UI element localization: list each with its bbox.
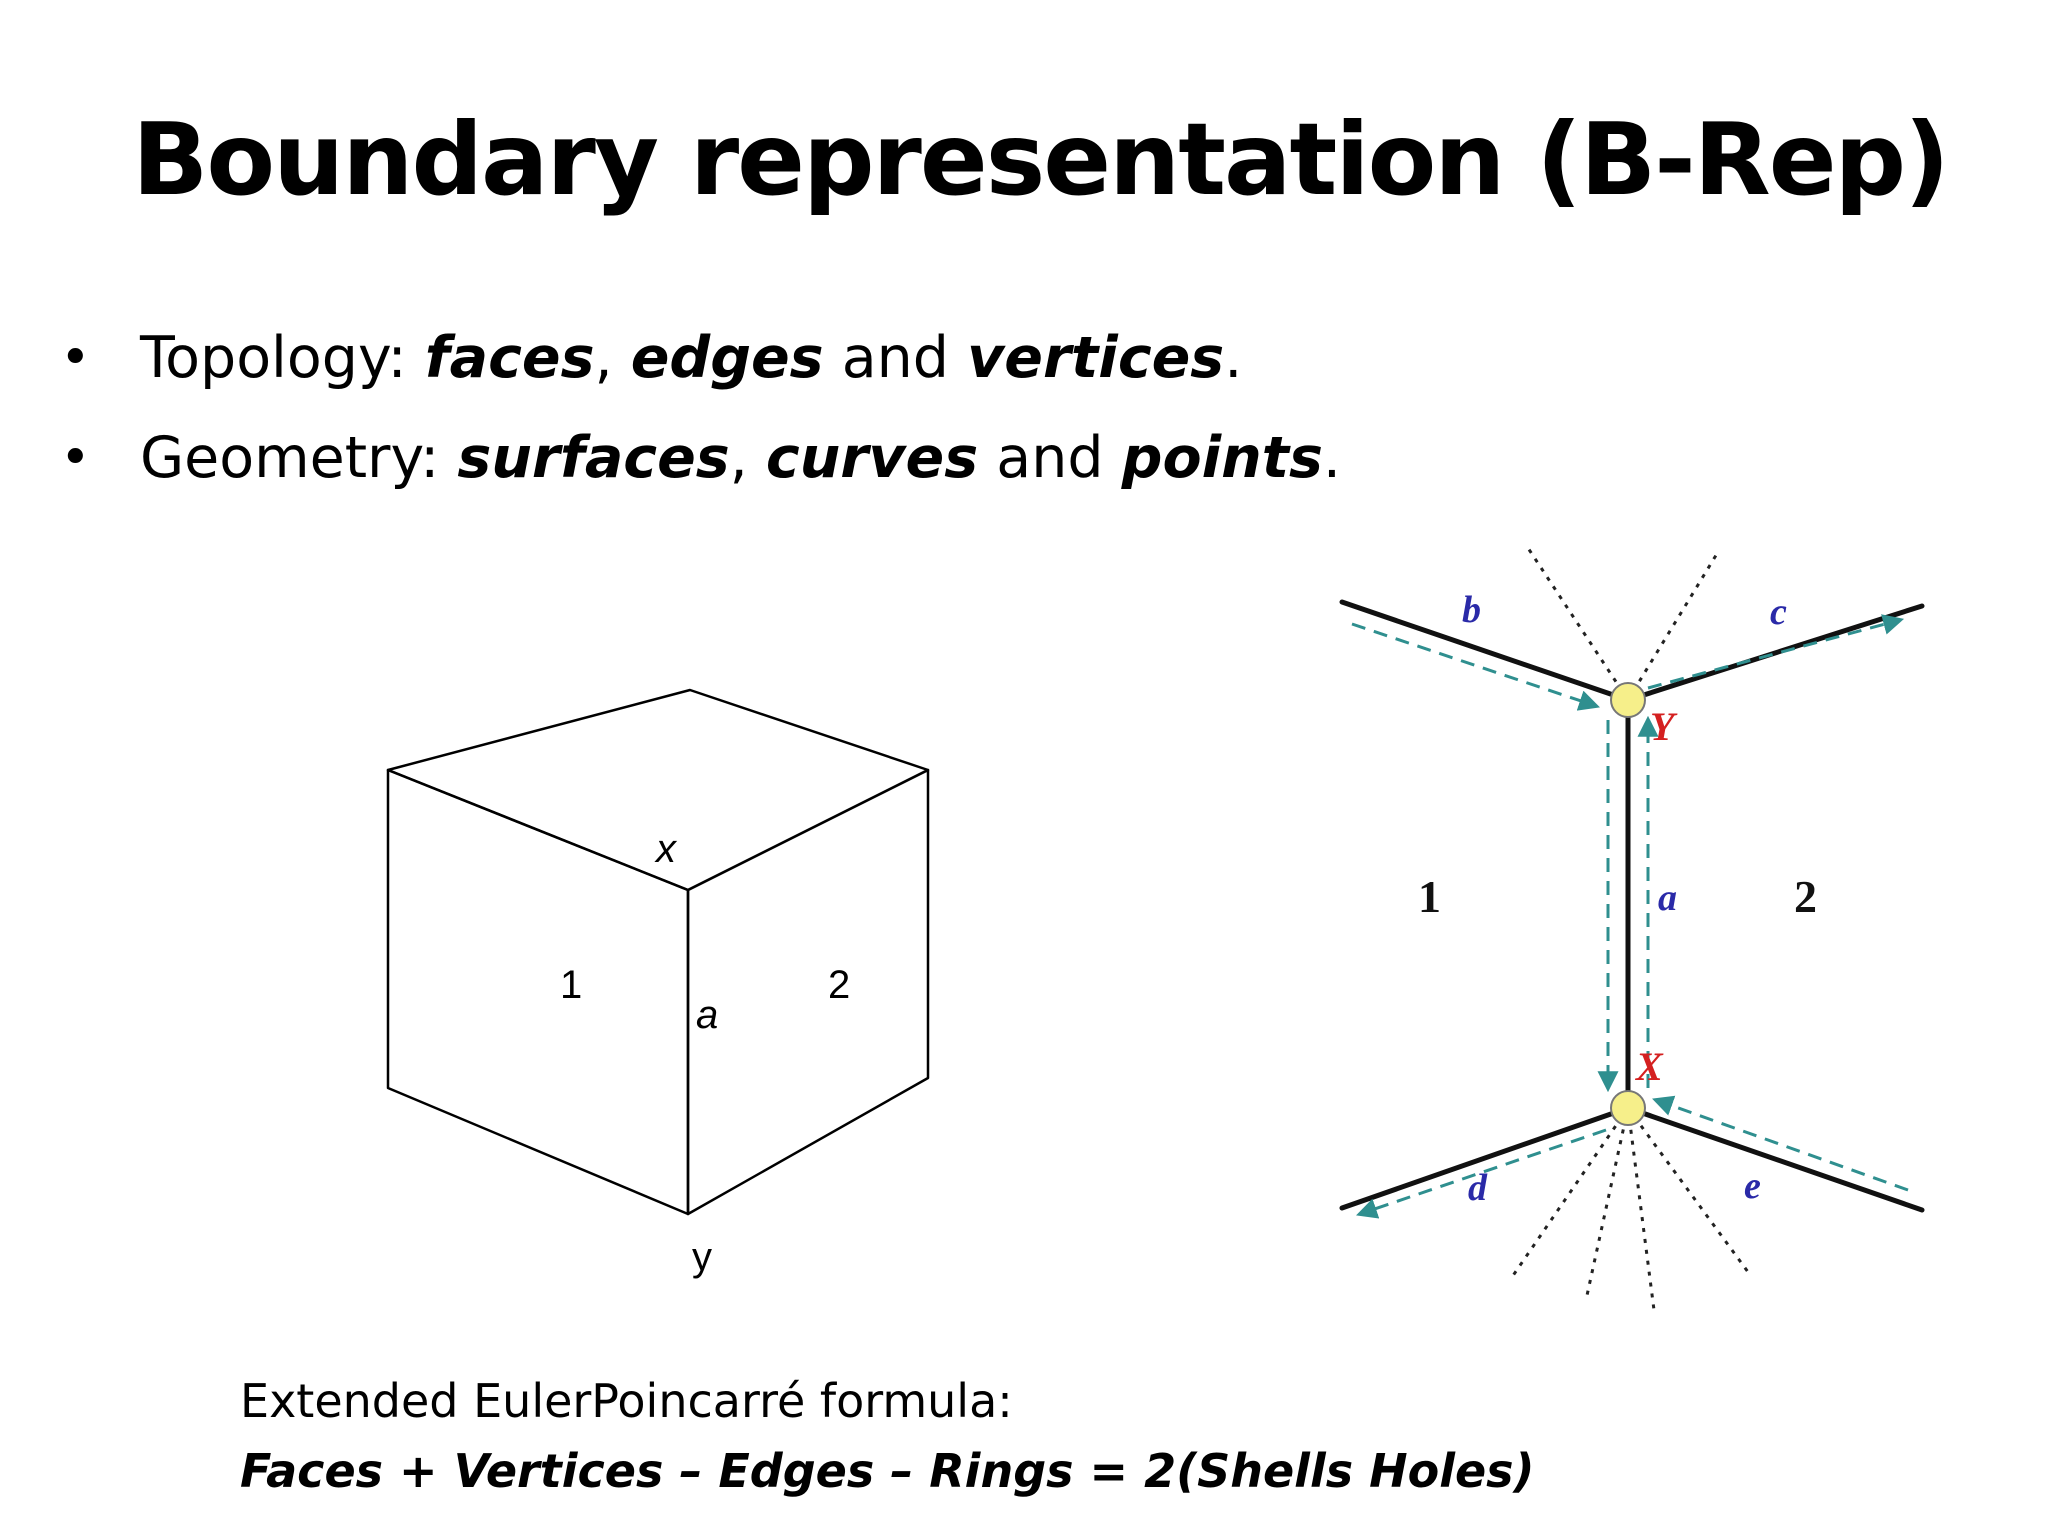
edge-c-line (1625, 603, 1925, 703)
edge-a-label: a (1658, 877, 1677, 919)
cube-edge-a-label: a (696, 993, 718, 1037)
formula-expression: Faces + Vertices – Edges – Rings = 2(She… (240, 1444, 1535, 1498)
term-vertices: vertices (967, 325, 1225, 391)
cube-diagram: x y 1 2 a (386, 688, 930, 1279)
bullet-marker: • (60, 328, 91, 388)
term-points: points (1121, 425, 1323, 491)
edge-e-label: e (1744, 1165, 1761, 1207)
dotted-edge (1626, 1107, 1656, 1311)
formula-heading: Extended EulerPoincarré formula: (240, 1374, 1013, 1428)
term-surfaces: surfaces (457, 425, 730, 491)
bullet-marker: • (60, 428, 91, 488)
vertex-x-node (1610, 1090, 1646, 1126)
edge-d-line (1339, 1105, 1631, 1211)
edge-graph-diagram: b c a d e Y X 1 2 (1339, 547, 1925, 1311)
arrow-x-to-d (1356, 1128, 1607, 1219)
term-faces: faces (424, 325, 595, 391)
edge-d-label: d (1468, 1167, 1488, 1209)
arrow-y-to-c (1647, 614, 1905, 690)
dotted-edge (1526, 547, 1630, 701)
cube-left-face (386, 768, 690, 1216)
cube-right-face (686, 768, 930, 1216)
conjunction: and (996, 425, 1104, 491)
edge-b-line (1339, 599, 1631, 703)
euler-formula: Extended EulerPoincarré formula: Faces +… (240, 1366, 1535, 1506)
period: . (1322, 425, 1342, 491)
cube-face-2-label: 2 (828, 963, 850, 1007)
slide-title: Boundary representation (B-Rep) (132, 101, 1950, 218)
dotted-edge (1508, 1107, 1630, 1281)
edge-e-line (1625, 1105, 1925, 1213)
period: . (1224, 325, 1243, 391)
dotted-edge (1626, 551, 1720, 701)
vertex-y-label: Y (1650, 704, 1678, 749)
bullet-topology: • Topology: faces, edges and vertices. (60, 318, 1341, 418)
arrow-b-to-y (1351, 622, 1600, 711)
dotted-edge (1626, 1107, 1750, 1273)
separator: , (729, 425, 748, 491)
graph-face-2-label: 2 (1794, 871, 1817, 922)
vertex-x-label: X (1634, 1044, 1664, 1089)
term-curves: curves (765, 425, 979, 491)
edge-c-label: c (1770, 591, 1787, 633)
vertex-y-node (1610, 682, 1646, 718)
edge-b-label: b (1462, 589, 1481, 631)
bullet-geometry: • Geometry: surfaces, curves and points. (60, 418, 1341, 518)
arrow-e-to-x (1652, 1095, 1909, 1192)
cube-vertex-y-label: y (692, 1235, 712, 1279)
cube-face-1-label: 1 (560, 963, 582, 1007)
conjunction: and (841, 325, 949, 391)
bullet-label: Topology: (140, 325, 407, 391)
bullet-label: Geometry: (140, 425, 440, 491)
cube-vertex-x-label: x (654, 827, 678, 871)
bullet-list: • Topology: faces, edges and vertices. •… (60, 318, 1341, 518)
separator: , (594, 325, 613, 391)
term-edges: edges (630, 325, 824, 391)
graph-face-1-label: 1 (1418, 871, 1441, 922)
